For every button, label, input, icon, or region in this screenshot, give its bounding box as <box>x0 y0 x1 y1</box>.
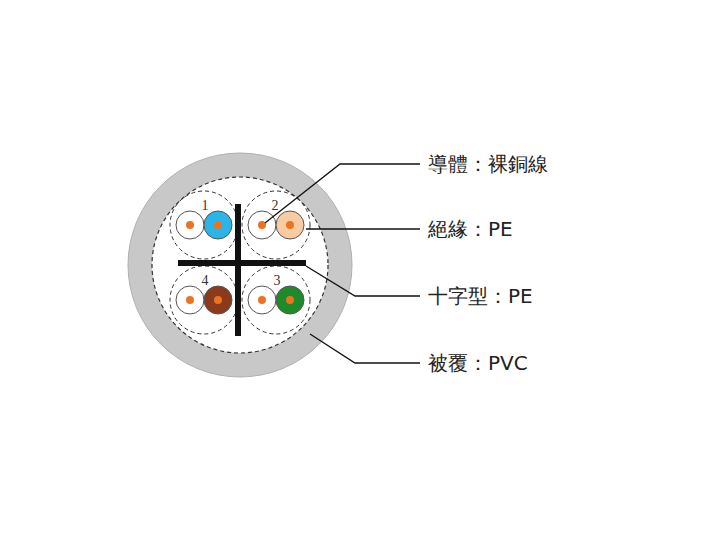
pvc-jacket <box>128 153 352 377</box>
callout-number: 1 <box>202 199 209 213</box>
callout-number: 2 <box>272 199 279 213</box>
callout-number: 4 <box>202 274 209 288</box>
leader-lines <box>265 164 420 363</box>
part-label: 被覆：PVC <box>428 351 528 375</box>
part-label: 十字型：PE <box>428 284 533 308</box>
part-label: 絕緣：PE <box>428 217 513 241</box>
cross-separator <box>178 204 306 336</box>
callout-number: 3 <box>274 274 281 288</box>
inner-core <box>152 177 328 353</box>
part-label: 導體：裸銅線 <box>428 152 548 176</box>
